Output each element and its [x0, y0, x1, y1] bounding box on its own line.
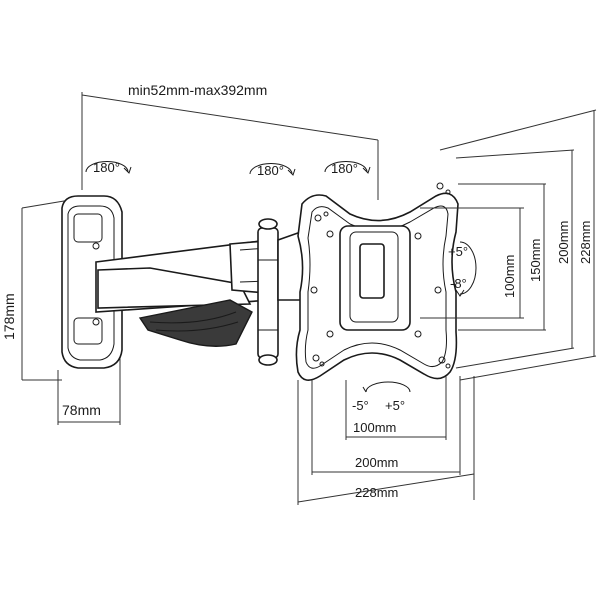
rotation-wall-marker: 180°: [85, 160, 132, 175]
vesa-v-100-label: 100mm: [502, 255, 517, 298]
wall-plate-width-dimension: 78mm: [57, 355, 121, 425]
arm-extension-label: min52mm-max392mm: [128, 82, 267, 98]
roll-right-label: +5°: [385, 398, 405, 413]
rotation-head-marker: 180°: [324, 161, 371, 176]
wall-plate-width-label: 78mm: [62, 402, 101, 418]
tilt-indicator: +5° -8°: [448, 241, 477, 297]
roll-indicator: -5° +5°: [352, 381, 411, 413]
roll-left-label: -5°: [352, 398, 369, 413]
wall-plate-height-dimension: 178mm: [1, 199, 71, 381]
arm-extension-dimension: min52mm-max392mm: [81, 82, 379, 200]
vesa-horizontal-dimensions: 100mm 200mm 228mm: [297, 376, 475, 505]
wall-plate-height-label: 178mm: [1, 293, 17, 340]
vesa-v-150-label: 150mm: [528, 239, 543, 282]
vesa-v-228-label: 228mm: [578, 221, 593, 264]
vesa-vertical-dimensions: 100mm 150mm 200mm 228mm: [420, 109, 597, 381]
vesa-h-100-label: 100mm: [353, 420, 396, 435]
rotation-wall-label: 180°: [93, 160, 120, 175]
vesa-h-228-label: 228mm: [355, 485, 398, 500]
vesa-h-200-label: 200mm: [355, 455, 398, 470]
tilt-down-label: -8°: [450, 276, 467, 291]
tilt-up-label: +5°: [448, 244, 468, 259]
vesa-v-200-label: 200mm: [556, 221, 571, 264]
vesa-plate: [295, 182, 459, 381]
rotation-mid-marker: 180°: [249, 163, 296, 178]
rotation-mid-label: 180°: [257, 163, 284, 178]
rotation-head-label: 180°: [331, 161, 358, 176]
wall-plate: [61, 195, 123, 369]
